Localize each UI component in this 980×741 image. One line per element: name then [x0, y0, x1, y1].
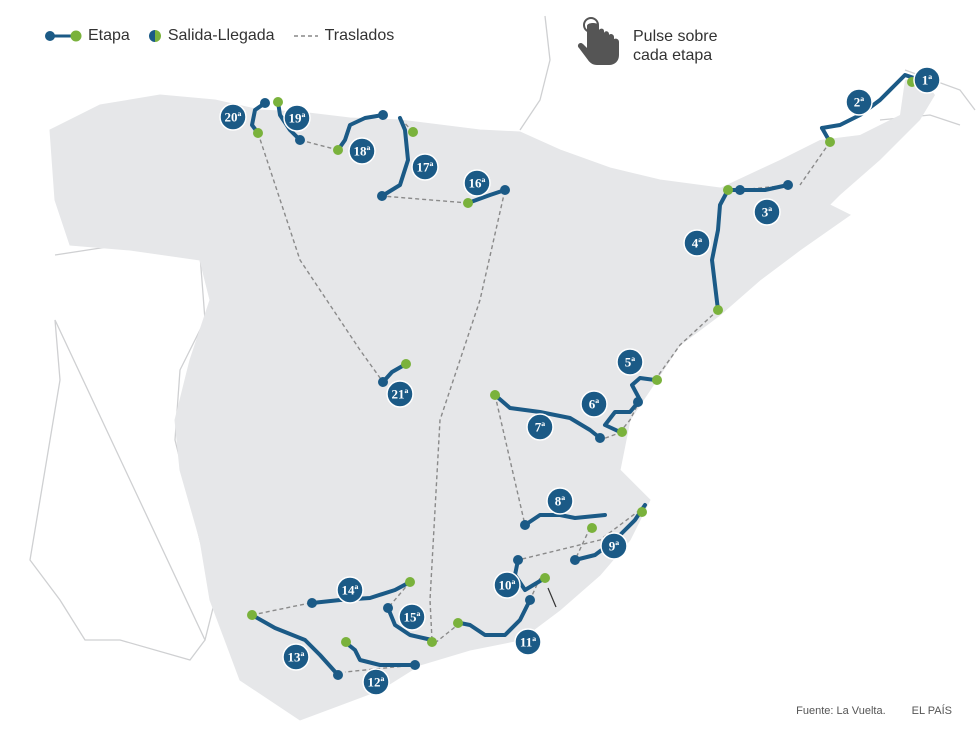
stage-badge-11[interactable]: 11ª: [514, 628, 542, 656]
hand-pointer-icon: [577, 17, 619, 65]
legend-transfers-label: Traslados: [324, 27, 395, 44]
source-credit: Fuente: La Vuelta.: [796, 705, 886, 717]
stage-badge-2[interactable]: 2ª: [845, 88, 873, 116]
stage-badge-10[interactable]: 10ª: [493, 571, 521, 599]
stage-badge-15[interactable]: 15ª: [398, 603, 426, 631]
stage-badge-16[interactable]: 16ª: [463, 169, 491, 197]
stage-badge-label: 6ª: [589, 397, 600, 412]
stage-symbol-icon: [45, 30, 82, 42]
stage-badge-label: 21ª: [392, 387, 409, 402]
hint-line-2: cada etapa: [633, 47, 713, 64]
legend-stage-label: Etapa: [88, 27, 130, 44]
stage-badge-20[interactable]: 20ª: [219, 103, 247, 131]
hint-line-1: Pulse sobre: [633, 28, 718, 45]
stage-badge-label: 18ª: [354, 144, 371, 159]
stage-badge-label: 9ª: [609, 539, 620, 554]
stage-badge-3[interactable]: 3ª: [753, 198, 781, 226]
legend: Etapa Salida-Llegada Traslados: [44, 27, 412, 45]
stage-badge-label: 5ª: [625, 355, 636, 370]
stage-badge-label: 8ª: [555, 494, 566, 509]
legend-transfers: Traslados: [293, 27, 395, 45]
pointer-line: [547, 587, 557, 608]
legend-start-finish-label: Salida-Llegada: [167, 27, 275, 44]
stage-badge-17[interactable]: 17ª: [411, 153, 439, 181]
legend-start-finish: Salida-Llegada: [148, 27, 275, 45]
stage-badge-label: 1ª: [922, 73, 933, 88]
stage-badge-6[interactable]: 6ª: [580, 390, 608, 418]
stage-badge-label: 20ª: [225, 110, 242, 125]
publisher-credit: EL PAÍS: [911, 705, 952, 717]
stage-badge-label: 16ª: [469, 176, 486, 191]
stage-badge-label: 4ª: [692, 236, 703, 251]
blue-markers: [260, 98, 793, 680]
spain-landmass: [49, 94, 851, 721]
transfer-symbol-icon: [293, 35, 318, 37]
stage-badge-18[interactable]: 18ª: [348, 137, 376, 165]
stage-badge-1[interactable]: 1ª: [913, 66, 941, 94]
stage-badge-label: 7ª: [535, 420, 546, 435]
stage-badge-4[interactable]: 4ª: [683, 229, 711, 257]
stage-badge-5[interactable]: 5ª: [616, 348, 644, 376]
click-hint: Pulse sobre cada etapa: [575, 16, 718, 68]
stage-badge-label: 14ª: [342, 583, 359, 598]
stage-badge-14[interactable]: 14ª: [336, 576, 364, 604]
stage-badge-label: 17ª: [417, 160, 434, 175]
stage-badge-label: 12ª: [368, 675, 385, 690]
stage-badge-label: 3ª: [762, 205, 773, 220]
start-finish-symbol-icon: [148, 30, 161, 42]
stage-badge-21[interactable]: 21ª: [386, 380, 414, 408]
stage-badge-9[interactable]: 9ª: [600, 532, 628, 560]
stage-badge-label: 10ª: [499, 578, 516, 593]
credits: Fuente: La Vuelta. EL PAÍS: [770, 705, 952, 717]
stage-badge-label: 19ª: [289, 111, 306, 126]
stage-badge-label: 13ª: [288, 650, 305, 665]
stage-badge-8[interactable]: 8ª: [546, 487, 574, 515]
stage-badge-label: 15ª: [404, 610, 421, 625]
stage-badge-7[interactable]: 7ª: [526, 413, 554, 441]
stage-badge-13[interactable]: 13ª: [282, 643, 310, 671]
stage-badge-19[interactable]: 19ª: [283, 104, 311, 132]
stage-badge-label: 11ª: [520, 635, 536, 650]
stage-badge-label: 2ª: [854, 95, 865, 110]
stage-badge-12[interactable]: 12ª: [362, 668, 390, 696]
stage-badges: 1ª 2ª 3ª 4ª 5ª 6ª 7ª 8ª 9ª 10ª 11ª 12ª 13ª 14ª 15ª 16ª 1…: [219, 66, 941, 696]
legend-stage: Etapa: [44, 27, 130, 45]
